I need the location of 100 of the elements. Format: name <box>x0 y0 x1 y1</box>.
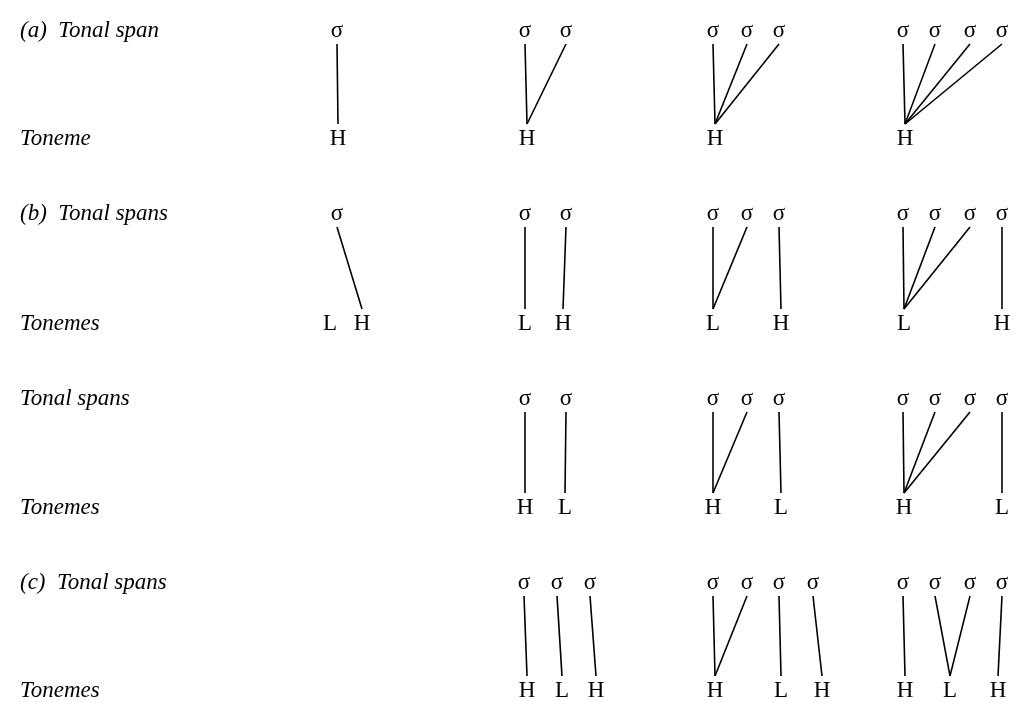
toneme-letter: L <box>550 678 574 702</box>
association-line <box>902 226 905 310</box>
association-line <box>997 595 1003 677</box>
association-line <box>904 43 971 125</box>
syllable-symbol: σ <box>513 18 537 42</box>
syllable-symbol: σ <box>767 201 791 225</box>
toneme-letter: L <box>938 678 962 702</box>
association-line <box>336 43 339 125</box>
toneme-letter: L <box>701 311 725 335</box>
toneme-letter: H <box>350 311 374 335</box>
association-line <box>903 226 971 310</box>
toneme-letter: L <box>318 311 342 335</box>
syllable-symbol: σ <box>545 570 569 594</box>
association-line <box>556 595 563 677</box>
syllable-symbol: σ <box>554 18 578 42</box>
toneme-letter: H <box>986 678 1010 702</box>
tier-label: Tonemes <box>20 677 100 702</box>
syllable-symbol: σ <box>325 18 349 42</box>
toneme-letter: H <box>513 495 537 519</box>
association-line <box>778 411 782 494</box>
syllable-symbol: σ <box>923 201 947 225</box>
syllable-symbol: σ <box>891 201 915 225</box>
association-line <box>562 226 567 310</box>
association-line <box>714 43 780 125</box>
association-line <box>712 595 716 677</box>
toneme-letter: H <box>326 126 350 150</box>
association-line <box>903 411 971 494</box>
association-line <box>902 43 906 125</box>
syllable-symbol: σ <box>958 201 982 225</box>
toneme-letter: H <box>769 311 793 335</box>
toneme-letter: H <box>892 495 916 519</box>
association-line <box>934 595 951 677</box>
association-line <box>812 595 823 677</box>
syllable-symbol: σ <box>513 386 537 410</box>
association-line <box>714 595 748 677</box>
association-line <box>1001 226 1003 310</box>
syllable-symbol: σ <box>767 386 791 410</box>
association-line <box>523 595 528 677</box>
syllable-symbol: σ <box>735 201 759 225</box>
tier-label: Toneme <box>20 125 91 151</box>
syllable-symbol: σ <box>990 18 1014 42</box>
association-line <box>524 226 526 310</box>
syllable-symbol: σ <box>325 201 349 225</box>
syllable-symbol: σ <box>512 570 536 594</box>
syllable-symbol: σ <box>701 201 725 225</box>
syllable-symbol: σ <box>923 570 947 594</box>
syllable-symbol: σ <box>958 570 982 594</box>
syllable-symbol: σ <box>735 18 759 42</box>
association-line <box>1001 411 1003 494</box>
association-line <box>524 43 528 125</box>
toneme-letter: H <box>584 678 608 702</box>
toneme-letter: H <box>703 126 727 150</box>
syllable-symbol: σ <box>767 570 791 594</box>
toneme-letter: L <box>769 678 793 702</box>
association-line <box>336 226 363 310</box>
syllable-symbol: σ <box>554 201 578 225</box>
syllable-symbol: σ <box>801 570 825 594</box>
toneme-letter: L <box>553 495 577 519</box>
association-line <box>903 411 936 494</box>
syllable-symbol: σ <box>923 386 947 410</box>
association-line <box>712 226 748 310</box>
association-line <box>564 411 567 494</box>
toneme-letter: H <box>893 678 917 702</box>
syllable-symbol: σ <box>990 386 1014 410</box>
toneme-letter: H <box>703 678 727 702</box>
syllable-symbol: σ <box>701 386 725 410</box>
tier-label: Tonemes <box>20 310 100 336</box>
association-line <box>712 43 716 125</box>
association-line <box>904 43 1003 125</box>
association-line <box>778 226 782 310</box>
syllable-symbol: σ <box>891 386 915 410</box>
tier-label: Tonal spans <box>20 385 130 411</box>
syllable-symbol: σ <box>990 201 1014 225</box>
association-line <box>524 411 526 494</box>
association-line <box>526 43 567 125</box>
association-line <box>902 411 905 494</box>
toneme-letter: H <box>810 678 834 702</box>
syllable-symbol: σ <box>513 201 537 225</box>
association-line <box>712 411 748 494</box>
tier-label: (b) Tonal spans <box>20 200 169 226</box>
syllable-symbol: σ <box>735 386 759 410</box>
toneme-letter: H <box>893 126 917 150</box>
association-line <box>904 43 936 125</box>
toneme-letter: L <box>769 495 793 519</box>
toneme-letter: L <box>990 495 1014 519</box>
association-line <box>714 43 748 125</box>
association-line <box>903 226 936 310</box>
toneme-letter: H <box>515 126 539 150</box>
syllable-symbol: σ <box>958 386 982 410</box>
syllable-symbol: σ <box>923 18 947 42</box>
tier-label: (a) Tonal span <box>20 17 160 43</box>
toneme-letter: H <box>515 678 539 702</box>
toneme-letter: H <box>701 495 725 519</box>
association-line <box>589 595 597 677</box>
syllable-symbol: σ <box>891 18 915 42</box>
syllable-symbol: σ <box>735 570 759 594</box>
syllable-symbol: σ <box>767 18 791 42</box>
tier-label: Tonemes <box>20 494 100 520</box>
association-line <box>712 226 714 310</box>
association-line <box>778 595 782 677</box>
